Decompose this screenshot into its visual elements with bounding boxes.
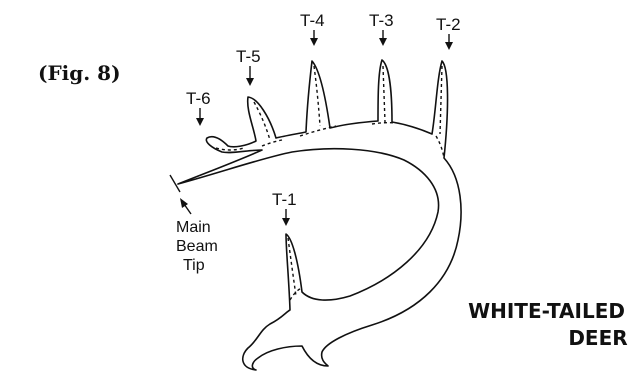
tine-label-text: T-4 (300, 11, 325, 30)
species-label-line2: DEER (568, 326, 627, 350)
tine-label-t1: T-1 (272, 190, 297, 226)
arrowhead-icon (246, 78, 254, 86)
antler-outline (178, 60, 461, 370)
arrowhead-icon (445, 42, 453, 50)
main-beam-tip-label: Main Beam Tip (176, 198, 218, 274)
arrowhead-icon (282, 218, 290, 226)
tine-label-t5: T-5 (236, 47, 261, 86)
tine-label-text: T-5 (236, 47, 261, 66)
tine-label-text: T-6 (186, 89, 211, 108)
tine-label-t3: T-3 (369, 11, 394, 46)
tine-label-text: T-3 (369, 11, 394, 30)
arrowhead-icon (180, 198, 188, 208)
antler-main-beam (178, 60, 461, 370)
tine-label-text: T-1 (272, 190, 297, 209)
arrowhead-icon (196, 118, 204, 126)
tine-label-t6: T-6 (186, 89, 211, 126)
main-beam-tip-line1: Main (176, 219, 211, 236)
species-label-line1: WHITE-TAILED (468, 299, 625, 323)
main-beam-tip-line2: Beam (176, 238, 218, 255)
main-beam-tip-line3: Tip (183, 257, 205, 274)
tine-label-t4: T-4 (300, 11, 325, 46)
tine-label-text: T-2 (436, 15, 461, 34)
arrowhead-icon (310, 38, 318, 46)
arrowhead-icon (379, 38, 387, 46)
figure-label: (Fig. 8) (38, 61, 121, 85)
tine-label-t2: T-2 (436, 15, 461, 50)
